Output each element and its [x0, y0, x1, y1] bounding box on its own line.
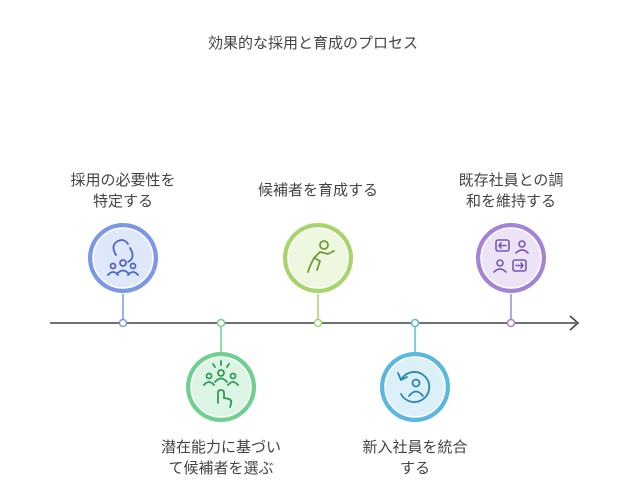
step-1-label: 採用の必要性を 特定する: [70, 171, 176, 210]
onboarding-cycle-icon: [397, 371, 431, 403]
step-4-label: 新入社員を統合 する: [362, 438, 468, 477]
people-network-icon: [107, 239, 139, 276]
timeline-arrowhead: [569, 315, 580, 331]
step-1-node: [88, 223, 158, 328]
step-4-node: [380, 318, 450, 422]
step-2-label: 潜在能力に基づい て候補者を選ぶ: [160, 438, 281, 477]
step-3-node: [283, 223, 353, 328]
step-5-label: 既存社員との調 和を維持する: [458, 171, 564, 210]
step-5-node: [476, 223, 546, 328]
team-selection-icon: [203, 360, 239, 408]
step-2-node: [186, 318, 256, 422]
training-person-icon: [307, 240, 335, 273]
step-3-label: 候補者を育成する: [257, 181, 378, 199]
diagram-title: 効果的な採用と育成のプロセス: [207, 34, 418, 52]
two-way-communication-icon: [493, 239, 529, 273]
